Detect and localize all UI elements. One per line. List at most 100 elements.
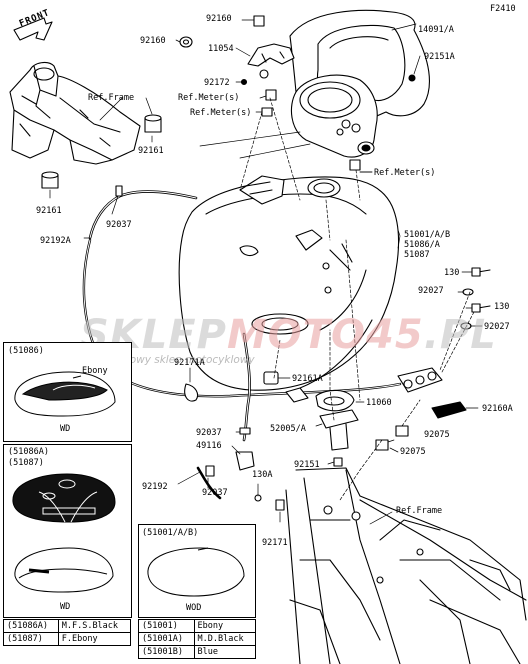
fuel-pump-gasket-11060	[315, 389, 355, 412]
inset-51001-wod: WOD	[186, 603, 202, 613]
table-row: (51001A) M.D.Black	[138, 632, 257, 646]
meter-assembly-drawing	[290, 74, 378, 158]
watermark-logo: SKLEPMOTO45.PL	[80, 312, 497, 358]
tank-side-view-51086	[14, 371, 116, 417]
inset-51087-code: (51087)	[8, 458, 44, 468]
fitting-49116	[235, 451, 255, 471]
bracket-11054	[247, 43, 295, 67]
part-label-130-a: 130	[444, 268, 460, 278]
part-label-92151: 92151	[294, 460, 320, 470]
part-label-49116: 49116	[196, 441, 222, 451]
diagram-code: F2410	[490, 4, 516, 14]
inset-51086-color-label: Ebony	[82, 366, 108, 376]
pad-92160a	[431, 401, 467, 419]
screw-92151a	[408, 74, 416, 82]
table-row: (51001) Ebony	[138, 619, 257, 633]
part-label-92027-b: 92027	[484, 322, 510, 332]
part-label-92160a: 92160A	[482, 404, 513, 414]
damper-92075-b	[375, 439, 389, 451]
front-arrow-icon	[13, 17, 53, 41]
part-label-92192: 92192	[142, 482, 168, 492]
table-row: (51086A) M.F.S.Black	[3, 619, 132, 633]
part-label-92161a: 92161A	[292, 374, 323, 384]
bolt-92151	[333, 457, 343, 467]
damper-92075-a	[395, 425, 409, 437]
part-label-92172: 92172	[204, 78, 230, 88]
inset-51086a-wd: WD	[60, 602, 71, 612]
color-code: (51001A)	[138, 632, 195, 646]
color-name: Ebony	[193, 619, 257, 633]
tank-side-view-51001	[147, 547, 245, 597]
fuel-tank-drawing	[178, 175, 400, 391]
clamp-92037-c	[205, 465, 215, 477]
clamp-92037-a	[115, 185, 123, 197]
tank-mount-bracket	[397, 367, 443, 393]
breather-hose-92192a	[88, 190, 198, 240]
part-label-130-b: 130	[494, 302, 510, 312]
bushing-92161-a	[144, 114, 162, 133]
rubber-92161a	[263, 371, 279, 385]
part-label-92160-left: 92160	[140, 36, 166, 46]
grommet-ref-meter	[349, 159, 361, 171]
color-name: Blue	[193, 645, 257, 659]
bolt-92172	[240, 69, 269, 86]
tank-label-51086: 51086/A	[404, 240, 440, 250]
part-label-92037-a: 92037	[106, 220, 132, 230]
part-label-130a: 130A	[252, 470, 273, 480]
inset-51001-code: (51001/A/B)	[142, 528, 199, 538]
part-label-92192a: 92192A	[40, 236, 71, 246]
inset-51086-code: (51086)	[8, 346, 44, 356]
tank-label-51087: 51087	[404, 250, 430, 260]
main-frame-drawing	[285, 467, 527, 664]
part-label-11054: 11054	[208, 44, 234, 54]
part-label-92171a: 92171A	[174, 358, 205, 368]
table-row: (51001B) Blue	[138, 645, 257, 659]
washer-92027-a	[462, 288, 474, 296]
bolt-130-a	[471, 267, 491, 277]
color-code: (51087)	[3, 632, 59, 646]
color-code: (51086A)	[3, 619, 59, 633]
color-code-table-left: (51086A) M.F.S.Black (51087) F.Ebony	[3, 619, 132, 646]
ref-frame-label-top: Ref.Frame	[88, 93, 135, 103]
part-label-92037-c: 92037	[202, 488, 228, 498]
ref-meter-label-1: Ref.Meter(s)	[178, 93, 240, 103]
ref-meter-label-3: Ref.Meter(s)	[374, 168, 436, 178]
color-name: M.D.Black	[193, 632, 257, 646]
grommet-92160-left	[179, 36, 193, 48]
ref-frame-label-bottom: Ref.Frame	[396, 506, 443, 516]
part-label-92027-a: 92027	[418, 286, 444, 296]
inset-51086-wd: WD	[60, 424, 71, 434]
part-label-92075-a: 92075	[424, 430, 450, 440]
grommet-92160-top	[253, 15, 265, 27]
part-label-92075-b: 92075	[400, 447, 426, 457]
bushing-92161-b	[41, 171, 59, 189]
table-row: (51087) F.Ebony	[3, 632, 132, 646]
color-code: (51001)	[138, 619, 195, 633]
tank-label-51001: 51001/A/B	[404, 230, 451, 240]
part-label-92151a: 92151A	[424, 52, 455, 62]
meter-bushings	[261, 89, 277, 117]
part-label-92161-b: 92161	[36, 206, 62, 216]
hose-92192	[196, 466, 222, 500]
part-label-92037-b: 92037	[196, 428, 222, 438]
part-label-92171: 92171	[262, 538, 288, 548]
part-label-11060: 11060	[366, 398, 392, 408]
color-code: (51001B)	[138, 645, 195, 659]
tank-top-view-51086a	[12, 473, 116, 593]
ref-meter-label-2: Ref.Meter(s)	[190, 108, 252, 118]
part-label-52005: 52005/A	[270, 424, 306, 434]
bolt-130-b	[471, 303, 491, 313]
clamp-92037-b	[239, 427, 251, 435]
frame-neck-drawing	[9, 61, 141, 165]
inset-51086a-code: (51086A)	[8, 447, 49, 457]
color-name: M.F.S.Black	[57, 619, 132, 633]
clamp-92171a	[184, 383, 199, 402]
part-label-14091: 14091/A	[418, 25, 454, 35]
color-code-table-right: (51001) Ebony (51001A) M.D.Black (51001B…	[138, 619, 257, 659]
clamp-92171	[275, 499, 285, 511]
fuel-pump-52005	[285, 387, 359, 451]
part-label-92160-top: 92160	[206, 14, 232, 24]
color-name: F.Ebony	[57, 632, 132, 646]
